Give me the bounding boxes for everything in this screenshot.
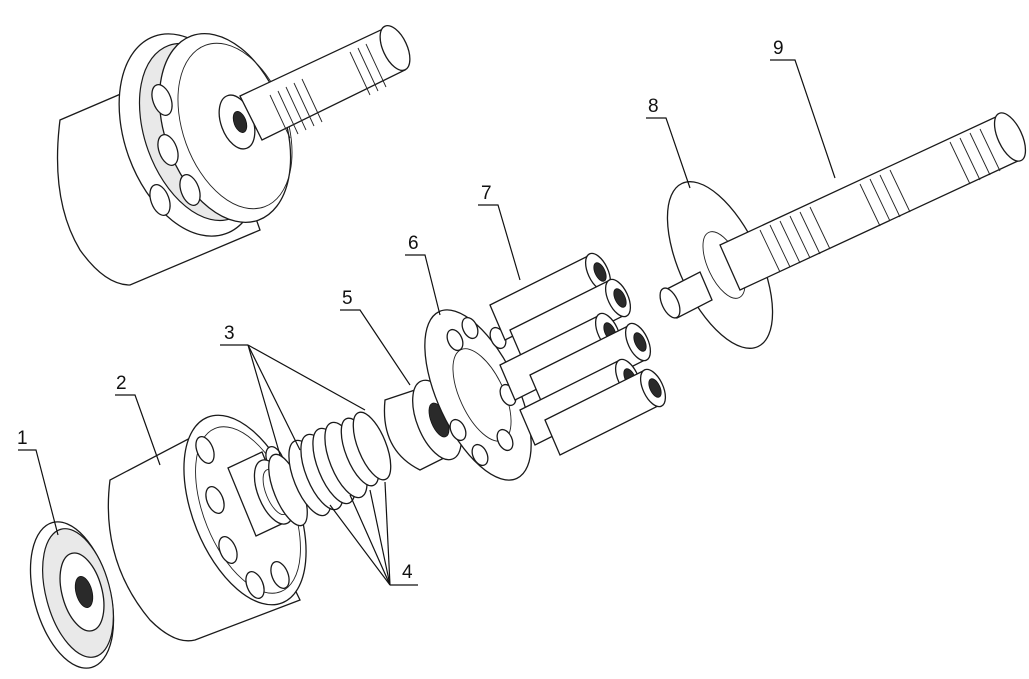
part-7-pistons — [489, 252, 667, 456]
callout-7: 7 — [481, 183, 492, 204]
callout-6: 6 — [408, 233, 419, 254]
parts-3-4-springs-and-rings — [268, 411, 392, 527]
callout-4: 4 — [402, 562, 413, 583]
part-1-port-plate — [29, 521, 115, 669]
part-9-drive-shaft — [659, 112, 1027, 319]
callout-8: 8 — [648, 96, 659, 117]
callout-2: 2 — [116, 373, 127, 394]
callout-leaders — [18, 59, 836, 586]
callout-1: 1 — [17, 428, 28, 449]
part-6-retainer-plate — [424, 309, 532, 481]
callout-5: 5 — [342, 288, 353, 309]
assembled-pump-drawing — [56, 25, 411, 286]
callout-9: 9 — [773, 38, 784, 59]
callout-3: 3 — [224, 323, 235, 344]
callout-labels: 1 2 3 4 5 6 7 8 9 — [17, 38, 784, 583]
